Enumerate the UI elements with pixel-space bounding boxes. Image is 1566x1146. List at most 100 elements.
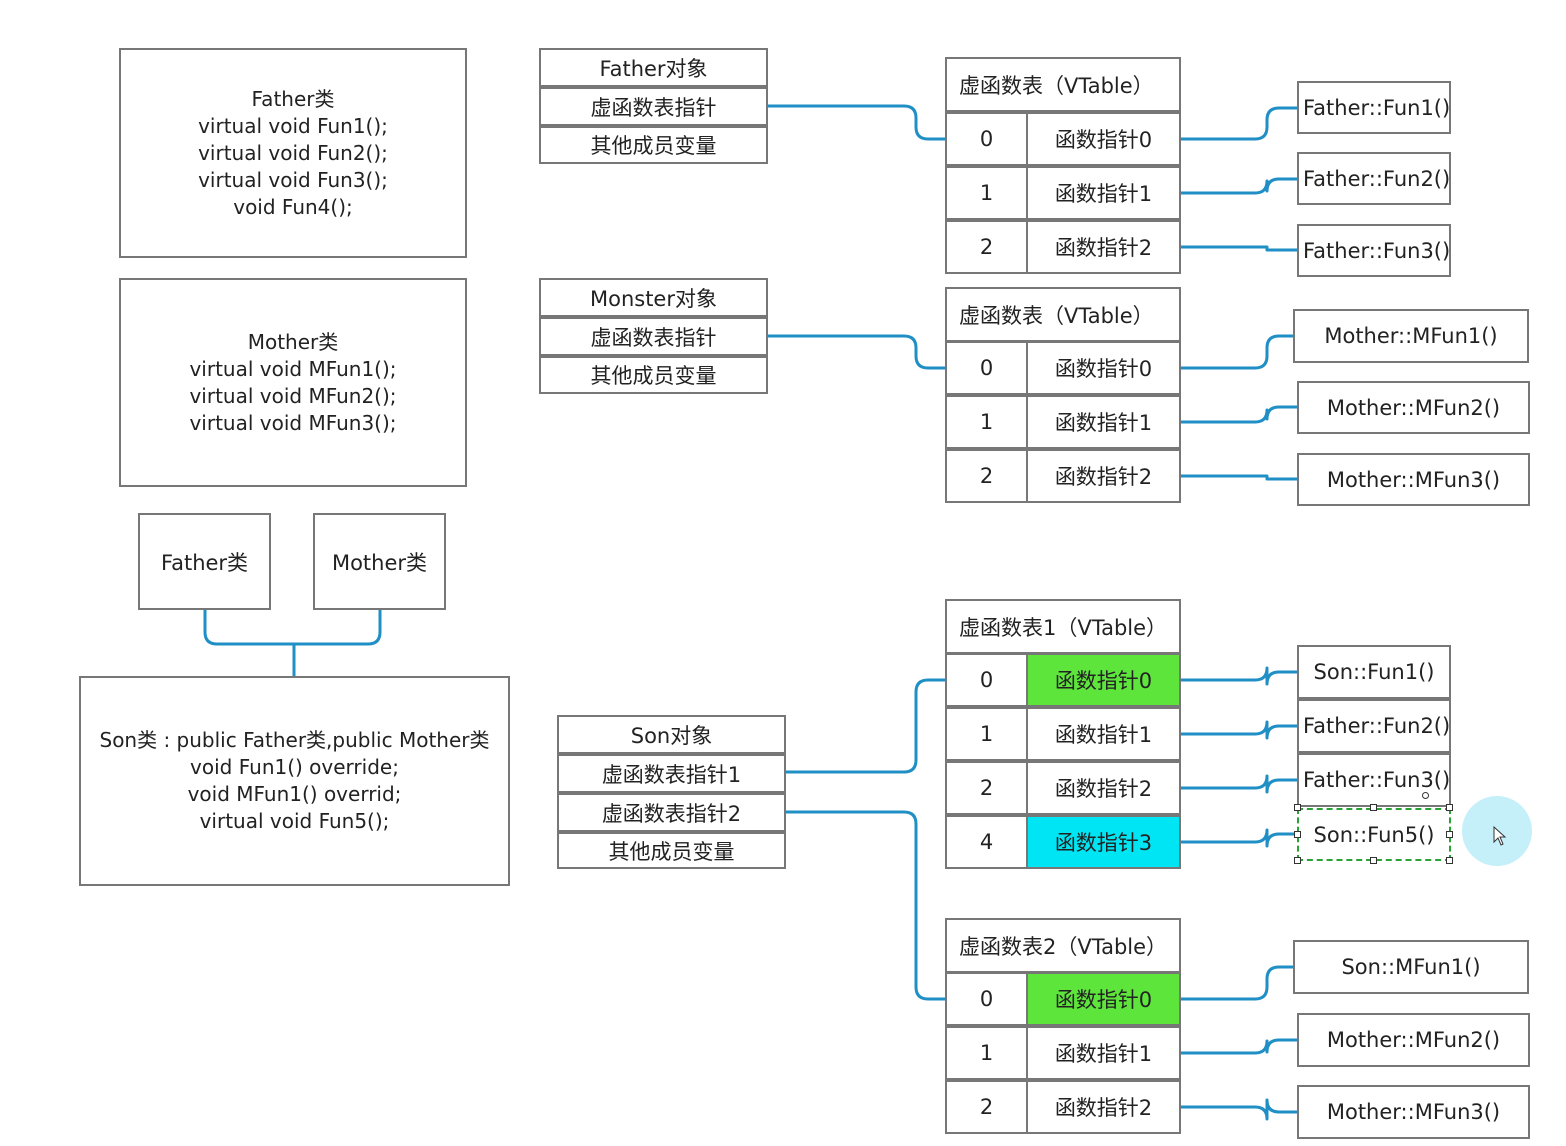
father-object-members: 其他成员变量	[539, 126, 768, 164]
connector-wire	[1181, 666, 1297, 686]
father-object-vptr: 虚函数表指针	[539, 87, 768, 126]
father-function-box: Father::Fun1()	[1297, 81, 1451, 134]
son-mfunction-box: Mother::MFun2()	[1297, 1013, 1530, 1067]
son-vtable2-index: 1	[945, 1026, 1028, 1080]
mother-class-line: virtual void MFun3();	[189, 410, 397, 435]
connector-wire	[1181, 474, 1297, 481]
connector-wire	[786, 810, 945, 1001]
son-function-box: Father::Fun2()	[1297, 699, 1451, 753]
son-object-vptr1: 虚函数表指针1	[557, 754, 786, 793]
son-function-box-selected[interactable]: Son::Fun5()	[1297, 808, 1451, 861]
connector-wire	[1181, 828, 1297, 848]
connector-wire	[786, 678, 945, 774]
father-class-node: Father类	[138, 513, 271, 610]
mother-class-box: Mother类 virtual void MFun1(); virtual vo…	[119, 278, 467, 487]
son-function-box: Father::Fun3()	[1297, 753, 1451, 807]
son-vtable2-title: 虚函数表2（VTable）	[945, 918, 1181, 973]
rotate-handle[interactable]	[1422, 792, 1429, 799]
son-class-line: void MFun1() overrid;	[187, 782, 402, 806]
son-vtable2-ptr: 函数指针2	[1026, 1080, 1181, 1134]
son-object-members: 其他成员变量	[557, 832, 786, 869]
connector-wire	[1181, 334, 1293, 370]
father-object-title: Father对象	[539, 48, 768, 87]
mouse-pointer-icon	[1493, 826, 1507, 846]
son-vtable1-index: 2	[945, 761, 1028, 815]
son-object-title: Son对象	[557, 715, 786, 754]
mother-vtable-index: 1	[945, 395, 1028, 449]
son-vtable2-index: 0	[945, 972, 1028, 1026]
mother-class-name: Mother类	[247, 329, 339, 354]
mother-class-line: virtual void MFun1();	[189, 356, 397, 381]
son-vtable1-index: 1	[945, 707, 1028, 761]
son-mfunction-box: Mother::MFun3()	[1297, 1085, 1530, 1139]
son-mfunction-box: Son::MFun1()	[1293, 940, 1529, 994]
father-vtable-index: 1	[945, 166, 1028, 220]
selection-handle[interactable]	[1370, 804, 1377, 811]
connector-wire	[1181, 1038, 1297, 1055]
mother-vtable-title: 虚函数表（VTable）	[945, 287, 1181, 342]
son-vtable1-index: 0	[945, 653, 1028, 707]
mother-vtable-ptr: 函数指针1	[1026, 395, 1181, 449]
monster-object-members: 其他成员变量	[539, 356, 768, 394]
father-vtable-index: 0	[945, 112, 1028, 166]
father-class-line: virtual void Fun1();	[198, 113, 388, 138]
selection-handle[interactable]	[1446, 857, 1453, 864]
father-function-box: Father::Fun2()	[1297, 152, 1451, 205]
mother-function-box: Mother::MFun1()	[1293, 309, 1529, 363]
son-function-box: Son::Fun1()	[1297, 645, 1451, 699]
son-class-name: Son类 : public Father类,public Mother类	[99, 728, 490, 752]
selection-handle[interactable]	[1370, 857, 1377, 864]
father-class-line: virtual void Fun3();	[198, 167, 388, 192]
selection-handle[interactable]	[1294, 831, 1301, 838]
father-vtable-title: 虚函数表（VTable）	[945, 57, 1181, 112]
son-vtable2-ptr: 函数指针0	[1026, 972, 1181, 1026]
son-vtable1-index: 4	[945, 815, 1028, 869]
son-vtable1-ptr: 函数指针1	[1026, 707, 1181, 761]
father-vtable-ptr: 函数指针0	[1026, 112, 1181, 166]
connector-wire	[1181, 245, 1297, 252]
mother-function-box: Mother::MFun2()	[1297, 381, 1530, 434]
father-vtable-ptr: 函数指针1	[1026, 166, 1181, 220]
monster-object-vptr: 虚函数表指针	[539, 317, 768, 356]
mother-vtable-ptr: 函数指针0	[1026, 341, 1181, 395]
connector-wire	[1181, 106, 1297, 141]
selection-handle[interactable]	[1446, 804, 1453, 811]
son-class-line: void Fun1() override;	[190, 755, 399, 779]
father-class-line: void Fun4();	[233, 194, 353, 219]
father-vtable-index: 2	[945, 220, 1028, 274]
son-vtable1-ptr: 函数指针3	[1026, 815, 1181, 869]
father-class-line: virtual void Fun2();	[198, 140, 388, 165]
mother-vtable-index: 2	[945, 449, 1028, 503]
mother-vtable-index: 0	[945, 341, 1028, 395]
father-class-name: Father类	[251, 86, 335, 111]
father-function-box: Father::Fun3()	[1297, 224, 1451, 277]
connector-wire	[1181, 177, 1297, 195]
son-vtable2-index: 2	[945, 1080, 1028, 1134]
connector-wire	[768, 104, 945, 141]
selection-handle[interactable]	[1446, 831, 1453, 838]
connector-wire	[1181, 1098, 1297, 1121]
mother-function-box: Mother::MFun3()	[1297, 453, 1530, 506]
son-vtable1-ptr: 函数指针2	[1026, 761, 1181, 815]
mother-vtable-ptr: 函数指针2	[1026, 449, 1181, 503]
connector-wire	[1181, 720, 1297, 740]
mother-class-node: Mother类	[313, 513, 446, 610]
monster-object-title: Monster对象	[539, 278, 768, 317]
connector-wire	[1181, 405, 1297, 424]
connector-wire	[768, 334, 945, 370]
father-vtable-ptr: 函数指针2	[1026, 220, 1181, 274]
connector-wire	[1181, 965, 1293, 1001]
son-class-line: virtual void Fun5();	[199, 809, 390, 833]
connector-wire	[1181, 774, 1297, 794]
son-vtable1-title: 虚函数表1（VTable）	[945, 599, 1181, 654]
selection-handle[interactable]	[1294, 857, 1301, 864]
son-object-vptr2: 虚函数表指针2	[557, 793, 786, 832]
mother-class-line: virtual void MFun2();	[189, 383, 397, 408]
son-vtable1-ptr: 函数指针0	[1026, 653, 1181, 707]
son-vtable2-ptr: 函数指针1	[1026, 1026, 1181, 1080]
father-class-box: Father类 virtual void Fun1(); virtual voi…	[119, 48, 467, 258]
inheritance-connector	[203, 610, 382, 676]
son-class-box: Son类 : public Father类,public Mother类 voi…	[79, 676, 510, 886]
selection-handle[interactable]	[1294, 804, 1301, 811]
